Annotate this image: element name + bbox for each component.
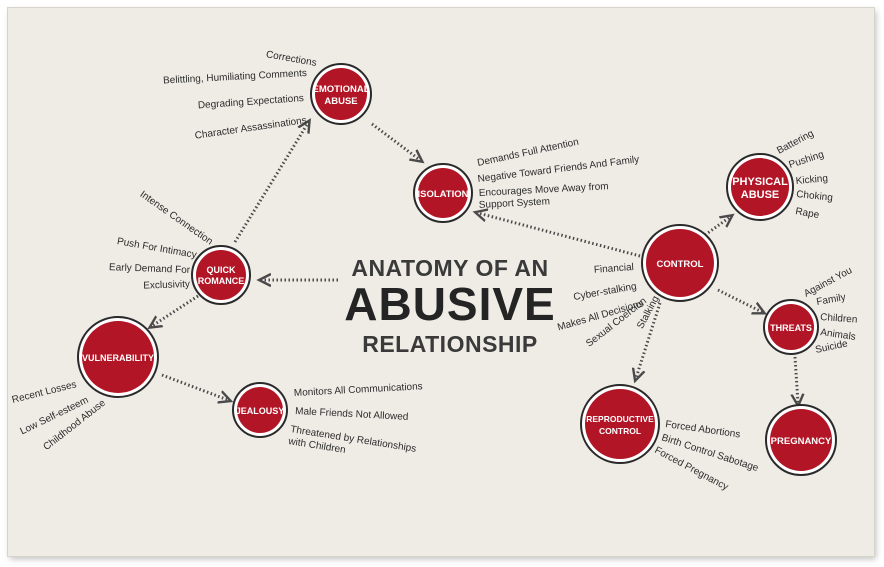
label-pushing: Pushing [788, 149, 826, 171]
label-support-system: Support System [479, 196, 551, 211]
svg-text:QUICK: QUICK [207, 265, 237, 275]
page-title: ANATOMY OF AN ABUSIVE RELATIONSHIP [344, 255, 555, 357]
svg-text:CONTROL: CONTROL [599, 426, 641, 436]
label-push-for-intimacy: Push For Intimacy [116, 236, 197, 261]
connector-emotional-abuse-to-isolation [371, 122, 420, 160]
svg-text:ROMANCE: ROMANCE [198, 276, 245, 286]
label-children: Children [820, 312, 858, 326]
connector-control-to-isolation [478, 213, 641, 258]
svg-text:PREGNANCY: PREGNANCY [771, 436, 832, 447]
node-jealousy: JEALOUSY [232, 382, 288, 438]
label-recent-losses: Recent Losses [11, 379, 78, 406]
label-monitors-all-communications: Monitors All Communications [294, 381, 423, 399]
labels-reproductive-control: Forced Abortions Birth Control Sabotage … [653, 419, 761, 493]
labels-isolation: Demands Full Attention Negative Toward F… [476, 137, 639, 211]
paper-card [8, 8, 874, 556]
label-cyber-stalking: Cyber-stalking [573, 281, 638, 303]
label-character-assassinations: Character Assassinations [194, 115, 307, 142]
node-emotional-abuse: EMOTIONAL ABUSE [310, 63, 372, 125]
node-vulnerability: VULNERABILITY [77, 316, 159, 398]
label-family: Family [816, 292, 847, 308]
label-rape: Rape [794, 206, 820, 221]
labels-jealousy: Monitors All Communications Male Friends… [287, 381, 423, 456]
label-intense-connection: Intense Connection [138, 189, 215, 247]
label-kicking: Kicking [795, 173, 828, 187]
title-line-3: RELATIONSHIP [362, 331, 538, 357]
label-choking: Choking [796, 189, 834, 204]
node-physical-abuse: PHYSICAL ABUSE [726, 153, 794, 221]
connector-vulnerability-to-jealousy [161, 373, 228, 400]
label-early-demand-for: Early Demand For [109, 262, 191, 276]
svg-text:ABUSE: ABUSE [324, 96, 357, 107]
label-exclusivity: Exclusivity [143, 279, 190, 292]
node-quick-romance: QUICK ROMANCE [191, 245, 251, 305]
connector-control-to-physical-abuse [704, 217, 730, 237]
connector-quick-romance-to-vulnerability [152, 294, 199, 326]
labels-emotional-abuse: Corrections Belittling, Humiliating Comm… [163, 49, 318, 141]
svg-text:JEALOUSY: JEALOUSY [236, 406, 285, 416]
svg-text:REPRODUCTIVE: REPRODUCTIVE [586, 414, 654, 424]
label-belittling: Belittling, Humiliating Comments [163, 68, 307, 87]
node-pregnancy: PREGNANCY [765, 404, 837, 476]
label-financial: Financial [594, 262, 635, 276]
svg-text:THREATS: THREATS [770, 323, 812, 333]
label-degrading-expectations: Degrading Expectations [198, 93, 305, 111]
labels-vulnerability: Recent Losses Low Self-esteem Childhood … [11, 379, 108, 453]
svg-text:EMOTIONAL: EMOTIONAL [313, 84, 370, 95]
label-animals: Animals [820, 327, 857, 343]
connectors [152, 123, 798, 403]
node-reproductive-control: REPRODUCTIVE CONTROL [580, 384, 660, 464]
svg-text:VULNERABILITY: VULNERABILITY [82, 353, 154, 363]
svg-text:ABUSE: ABUSE [741, 189, 780, 201]
svg-text:ISOLATION: ISOLATION [417, 189, 468, 200]
svg-text:CONTROL: CONTROL [657, 259, 704, 270]
svg-text:PHYSICAL: PHYSICAL [732, 176, 788, 188]
node-threats: THREATS [763, 299, 819, 355]
connector-quick-romance-to-emotional-abuse [233, 123, 308, 243]
connector-control-to-reproductive-control [636, 302, 662, 378]
label-suicide: Suicide [814, 338, 849, 356]
title-line-2: ABUSIVE [344, 278, 555, 330]
node-isolation: ISOLATION [413, 163, 473, 223]
label-male-friends-not-allowed: Male Friends Not Allowed [295, 406, 409, 423]
connector-threats-to-pregnancy [795, 356, 798, 403]
connector-control-to-threats [717, 288, 762, 312]
node-control: CONTROL [641, 224, 719, 302]
label-corrections: Corrections [265, 49, 317, 69]
title-line-1: ANATOMY OF AN [351, 255, 548, 281]
